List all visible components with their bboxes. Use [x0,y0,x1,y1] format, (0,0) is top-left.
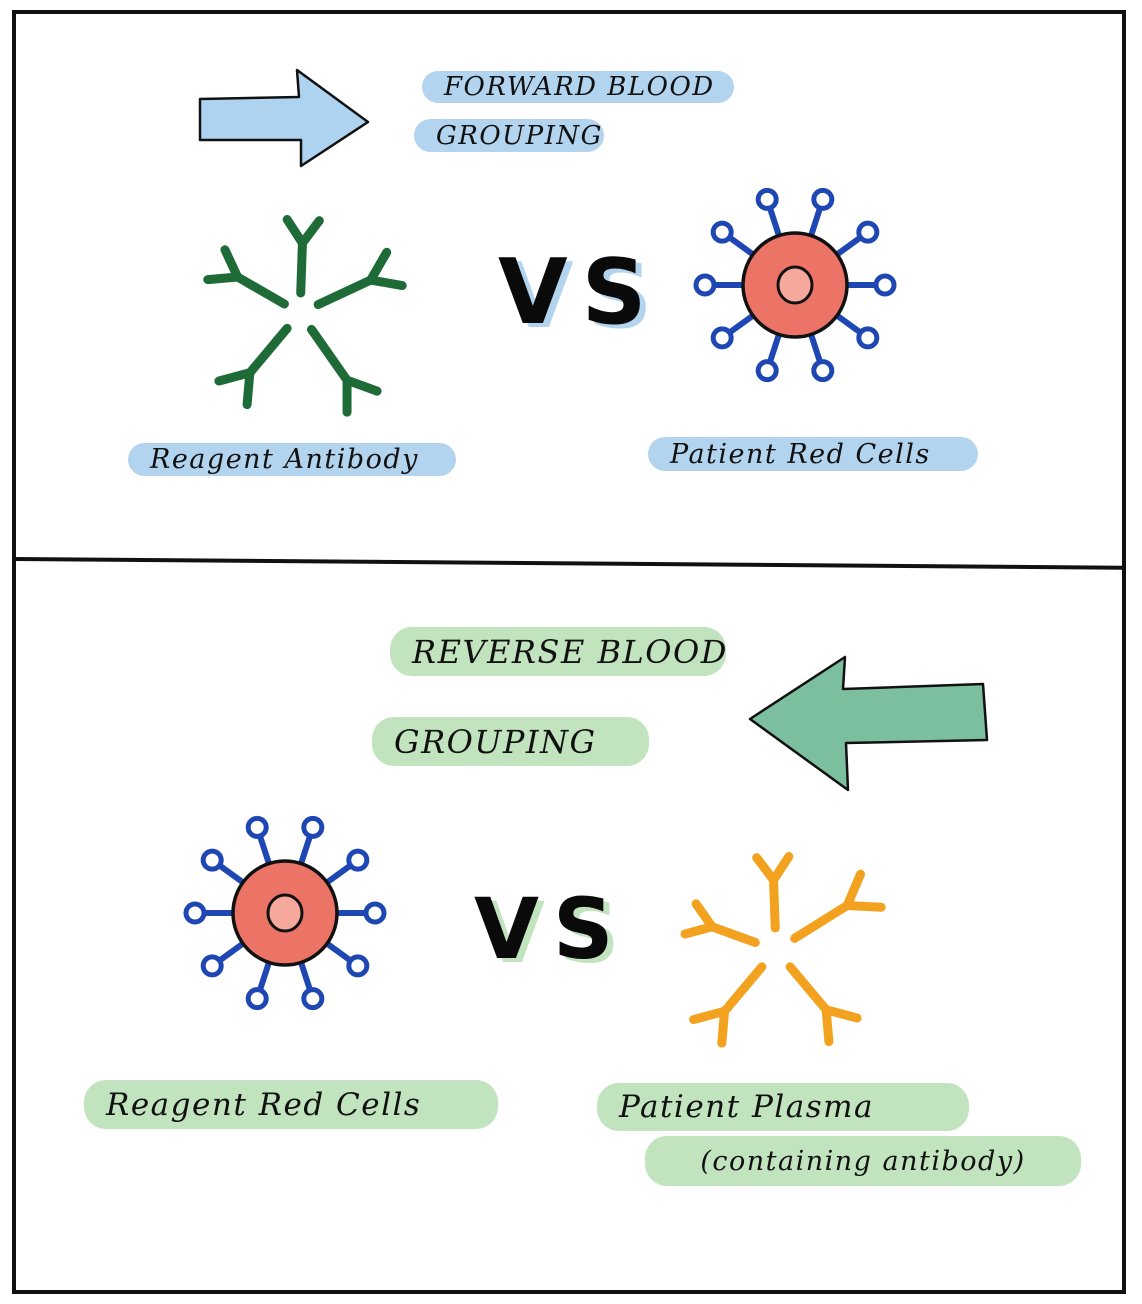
antibody-y-shape [313,247,407,310]
antibody-y-shape [282,215,324,298]
vs-text: VS [474,880,628,978]
reverse-title-line2: GROUPING [372,717,649,766]
antibody-icon [680,852,886,1048]
antigen-receptor [200,939,248,978]
antigen-receptor [755,329,783,383]
antigen-receptor [842,273,897,297]
antigen-receptor [297,815,325,869]
antigen-receptor [200,848,248,887]
cell-nucleus [266,893,304,933]
arrow-right-icon [198,68,370,168]
patient-red-cells-label: Patient Red Cells [648,437,978,471]
reverse-title-line1: REVERSE BLOOD [390,627,726,676]
red-cell-icon [693,187,897,383]
antigen-receptor [322,848,370,887]
antigen-receptor [710,311,758,350]
antibody-y-shape [203,245,289,309]
arrow-left-icon [748,655,989,792]
forward-title-line2: GROUPING [414,119,604,152]
reagent-red-cells-label: Reagent Red Cells [84,1080,498,1129]
antigen-receptor [755,187,783,241]
forward-title-line1: FORWARD BLOOD [422,71,734,103]
antibody-y-shape [214,323,292,410]
containing-antibody-label: (containing antibody) [645,1136,1081,1186]
antigen-receptor [807,329,835,383]
antigen-receptor [832,311,880,350]
antigen-receptor [807,187,835,241]
antigen-receptor [322,939,370,978]
antigen-receptor [245,957,273,1011]
antigen-receptor [693,273,748,297]
antigen-receptor [710,220,758,259]
reagent-antibody-label: Reagent Antibody [128,443,456,476]
antigen-receptor [332,901,387,925]
outer-frame [12,10,1126,1294]
vs-text: VS [498,240,661,345]
antibody-icon [203,215,407,417]
red-cell-icon [183,815,387,1011]
antigen-receptor [245,815,273,869]
antibody-y-shape [680,899,760,947]
antigen-receptor [832,220,880,259]
patient-plasma-label: Patient Plasma [597,1083,969,1131]
antigen-receptor [183,901,238,925]
antibody-y-shape [790,869,886,943]
antibody-y-shape [785,962,862,1047]
antibody-y-shape [306,324,382,417]
antibody-y-shape [752,852,794,933]
antigen-receptor [297,957,325,1011]
cell-nucleus [776,265,814,305]
antibody-y-shape [689,962,767,1048]
